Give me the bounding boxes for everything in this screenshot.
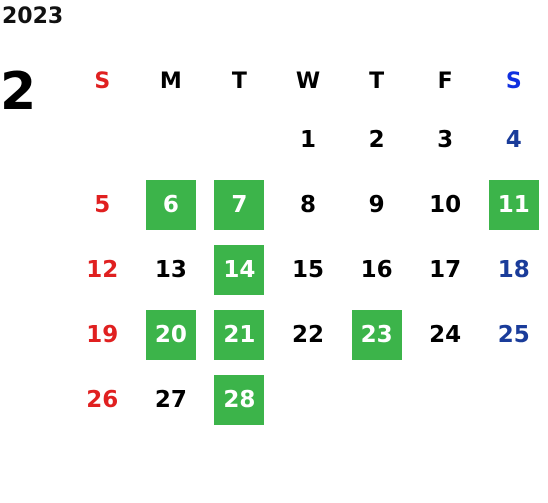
- day-number: [420, 375, 470, 425]
- weekday-sunday: S: [94, 68, 111, 94]
- day-number: 27: [154, 386, 187, 413]
- weekday-header-cell: S: [479, 55, 548, 107]
- day-cell: 2: [342, 107, 411, 172]
- day-number: 22: [292, 321, 325, 348]
- week-row: 5 6 7 8 9 10 11: [68, 172, 548, 237]
- day-number: 19: [86, 321, 119, 348]
- day-number: 2: [368, 126, 385, 153]
- day-number: 8: [300, 191, 317, 218]
- day-cell: 17: [411, 237, 480, 302]
- week-row: 1 2 3 4: [68, 107, 548, 172]
- weekday-tuesday: T: [231, 68, 247, 94]
- day-number: 18: [497, 256, 530, 283]
- highlighted-day: 21: [214, 309, 265, 360]
- day-cell: [205, 107, 274, 172]
- day-number: 4: [505, 126, 522, 153]
- day-number: [352, 375, 402, 425]
- day-cell: 8: [274, 172, 343, 237]
- day-number: 17: [429, 256, 462, 283]
- week-row: 12 13 14 15 16 17 18: [68, 237, 548, 302]
- day-cell: 10: [411, 172, 480, 237]
- day-number: [489, 375, 539, 425]
- day-number: 25: [497, 321, 530, 348]
- day-number: 26: [86, 386, 119, 413]
- day-number: 3: [437, 126, 454, 153]
- day-cell: 11: [479, 172, 548, 237]
- weekday-header-cell: T: [205, 55, 274, 107]
- day-cell: 14: [205, 237, 274, 302]
- day-cell: 5: [68, 172, 137, 237]
- day-number: 16: [360, 256, 393, 283]
- day-cell: 7: [205, 172, 274, 237]
- highlighted-day: 6: [145, 179, 196, 230]
- highlighted-day: 11: [488, 179, 539, 230]
- day-cell: 24: [411, 302, 480, 367]
- weekday-header-cell: M: [137, 55, 206, 107]
- weekday-header-cell: S: [68, 55, 137, 107]
- day-cell: 23: [342, 302, 411, 367]
- month-number: 2: [0, 62, 37, 122]
- day-cell: 20: [137, 302, 206, 367]
- day-number: 5: [94, 191, 111, 218]
- day-number: 9: [368, 191, 385, 218]
- weekday-friday: F: [437, 68, 453, 94]
- day-number: 10: [429, 191, 462, 218]
- highlighted-day: 20: [145, 309, 196, 360]
- day-number: [77, 115, 127, 165]
- day-cell: 9: [342, 172, 411, 237]
- day-number: 13: [154, 256, 187, 283]
- day-cell: 13: [137, 237, 206, 302]
- day-cell: 18: [479, 237, 548, 302]
- day-cell: 16: [342, 237, 411, 302]
- day-number: 24: [429, 321, 462, 348]
- weekday-thursday: T: [369, 68, 385, 94]
- day-cell: 15: [274, 237, 343, 302]
- day-cell: [68, 107, 137, 172]
- day-number: 1: [300, 126, 317, 153]
- day-cell: 1: [274, 107, 343, 172]
- day-number: 15: [292, 256, 325, 283]
- highlighted-day: 23: [351, 309, 402, 360]
- day-cell: 4: [479, 107, 548, 172]
- weekday-header-cell: W: [274, 55, 343, 107]
- day-cell: [479, 367, 548, 432]
- day-cell: 25: [479, 302, 548, 367]
- day-cell: 21: [205, 302, 274, 367]
- calendar-grid: S M T W T F S 1 2 3 4 5 6 7 8 9 10 11 12…: [68, 55, 548, 432]
- day-cell: [342, 367, 411, 432]
- day-number: [283, 375, 333, 425]
- weekday-saturday: S: [505, 68, 522, 94]
- day-cell: 22: [274, 302, 343, 367]
- weekday-header-cell: T: [342, 55, 411, 107]
- day-cell: 3: [411, 107, 480, 172]
- day-cell: 28: [205, 367, 274, 432]
- day-cell: [274, 367, 343, 432]
- weekday-monday: M: [159, 68, 182, 94]
- weekday-wednesday: W: [295, 68, 321, 94]
- day-cell: [411, 367, 480, 432]
- year-label: 2023: [2, 4, 64, 29]
- week-row: 26 27 28: [68, 367, 548, 432]
- highlighted-day: 14: [214, 244, 265, 295]
- day-cell: 6: [137, 172, 206, 237]
- weekday-header-row: S M T W T F S: [68, 55, 548, 107]
- day-number: 12: [86, 256, 119, 283]
- day-cell: 26: [68, 367, 137, 432]
- day-cell: [137, 107, 206, 172]
- day-cell: 27: [137, 367, 206, 432]
- day-number: [214, 115, 264, 165]
- highlighted-day: 7: [214, 179, 265, 230]
- week-row: 19 20 21 22 23 24 25: [68, 302, 548, 367]
- day-cell: 19: [68, 302, 137, 367]
- weekday-header-cell: F: [411, 55, 480, 107]
- highlighted-day: 28: [214, 374, 265, 425]
- day-number: [146, 115, 196, 165]
- day-cell: 12: [68, 237, 137, 302]
